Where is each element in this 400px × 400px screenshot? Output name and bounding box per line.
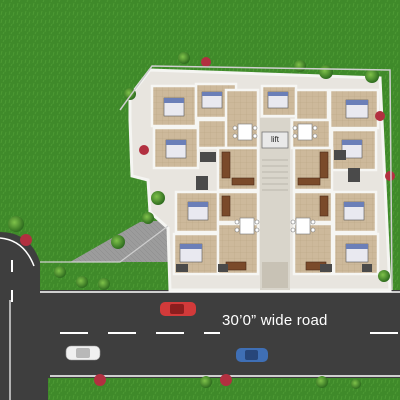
dining-table-icon — [292, 123, 318, 141]
dining-table-icons — [232, 123, 318, 235]
paved-area — [40, 220, 170, 262]
dining-table-icon — [232, 123, 258, 141]
tree-icon — [294, 60, 306, 72]
bed-icon — [341, 139, 363, 159]
tree-icon — [151, 191, 165, 205]
road — [0, 232, 400, 400]
bed-icon — [201, 91, 223, 109]
tree-icon — [139, 145, 149, 155]
tree-icon — [201, 57, 211, 67]
tree-icon — [365, 69, 379, 83]
car-icon-blue — [236, 348, 268, 362]
tree-icon — [111, 235, 125, 249]
car-icon-white — [65, 345, 101, 361]
bed-icon — [343, 201, 365, 221]
tree-icon — [54, 266, 66, 278]
sofa-icon — [221, 195, 231, 217]
sofa-icons — [221, 151, 329, 271]
tree-icon — [375, 111, 385, 121]
sofa-icon — [231, 177, 255, 186]
tree-icon — [76, 276, 88, 288]
bed-icon — [345, 99, 369, 119]
tree-icon — [385, 171, 395, 181]
tree-icon — [378, 270, 390, 282]
entrance-steps — [262, 262, 288, 288]
bed-icon — [187, 201, 209, 221]
tree-icon — [20, 234, 32, 246]
tree-icon — [319, 65, 333, 79]
dining-table-icon — [290, 217, 316, 235]
bed-icon — [345, 243, 369, 263]
bed-icons — [163, 91, 369, 263]
tree-icon — [351, 379, 361, 389]
tree-icon — [316, 376, 328, 388]
apartment-rooms — [150, 82, 380, 276]
compound-wall-front — [40, 225, 169, 263]
car-icon-red — [160, 302, 196, 316]
dining-table-icon — [234, 217, 260, 235]
tree-icon — [8, 216, 24, 232]
stairs — [262, 159, 288, 191]
bed-icon — [163, 97, 185, 117]
tree-icon — [98, 278, 110, 290]
boundary-wall — [119, 65, 393, 291]
tree-icon — [178, 52, 190, 64]
bed-icon — [165, 139, 187, 159]
tree-icon — [142, 212, 154, 224]
tree-icon — [220, 374, 232, 386]
tree-icon — [200, 376, 212, 388]
road-center-dashes — [11, 260, 398, 334]
sofa-icon — [225, 261, 247, 271]
tree-icon — [94, 374, 106, 386]
sofa-icon — [297, 177, 321, 186]
bed-icon — [179, 243, 203, 263]
kitchen-fixtures — [176, 150, 372, 272]
lift-label: lift — [271, 135, 279, 144]
road-width-label: 30’0” wide road — [222, 312, 328, 329]
sofa-icon — [221, 151, 231, 179]
sofa-icon — [319, 151, 329, 179]
lift-box — [261, 131, 289, 149]
sofa-icon — [319, 195, 329, 217]
bed-icon — [267, 91, 289, 109]
